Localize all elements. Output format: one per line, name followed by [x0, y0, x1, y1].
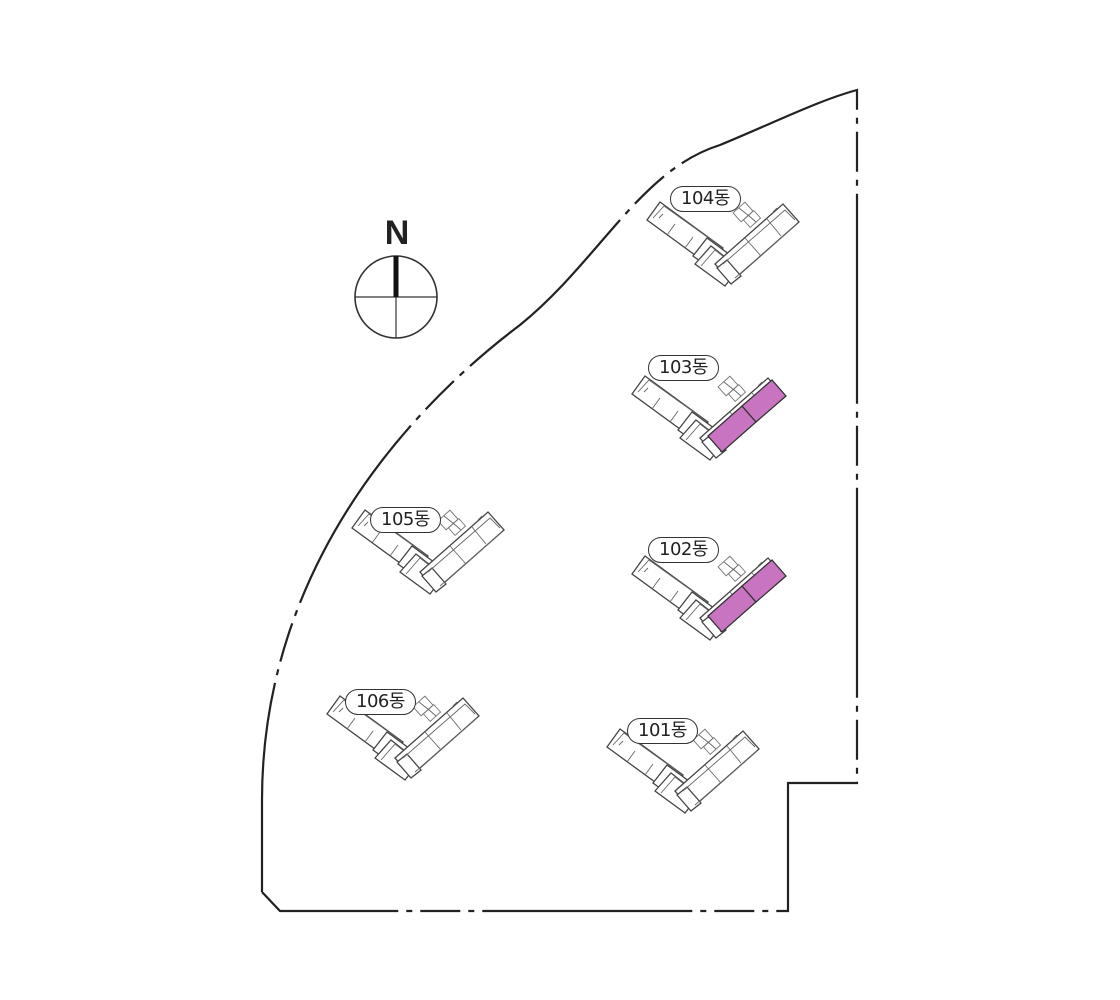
building-label-105: 105동 — [370, 507, 441, 533]
building-102-footprint — [631, 555, 787, 641]
highlighted-unit — [741, 559, 787, 603]
building-label-104: 104동 — [670, 186, 741, 212]
highlighted-unit — [741, 379, 787, 423]
building-103-footprint — [631, 375, 787, 461]
building-label-103: 103동 — [648, 355, 719, 381]
compass-north-label: N — [384, 214, 410, 252]
building-label-106: 106동 — [345, 689, 416, 715]
building-label-101: 101동 — [627, 718, 698, 744]
site-boundary — [260, 88, 859, 913]
north-compass-icon — [354, 255, 438, 339]
building-label-102: 102동 — [648, 537, 719, 563]
building-104-footprint — [646, 201, 800, 287]
